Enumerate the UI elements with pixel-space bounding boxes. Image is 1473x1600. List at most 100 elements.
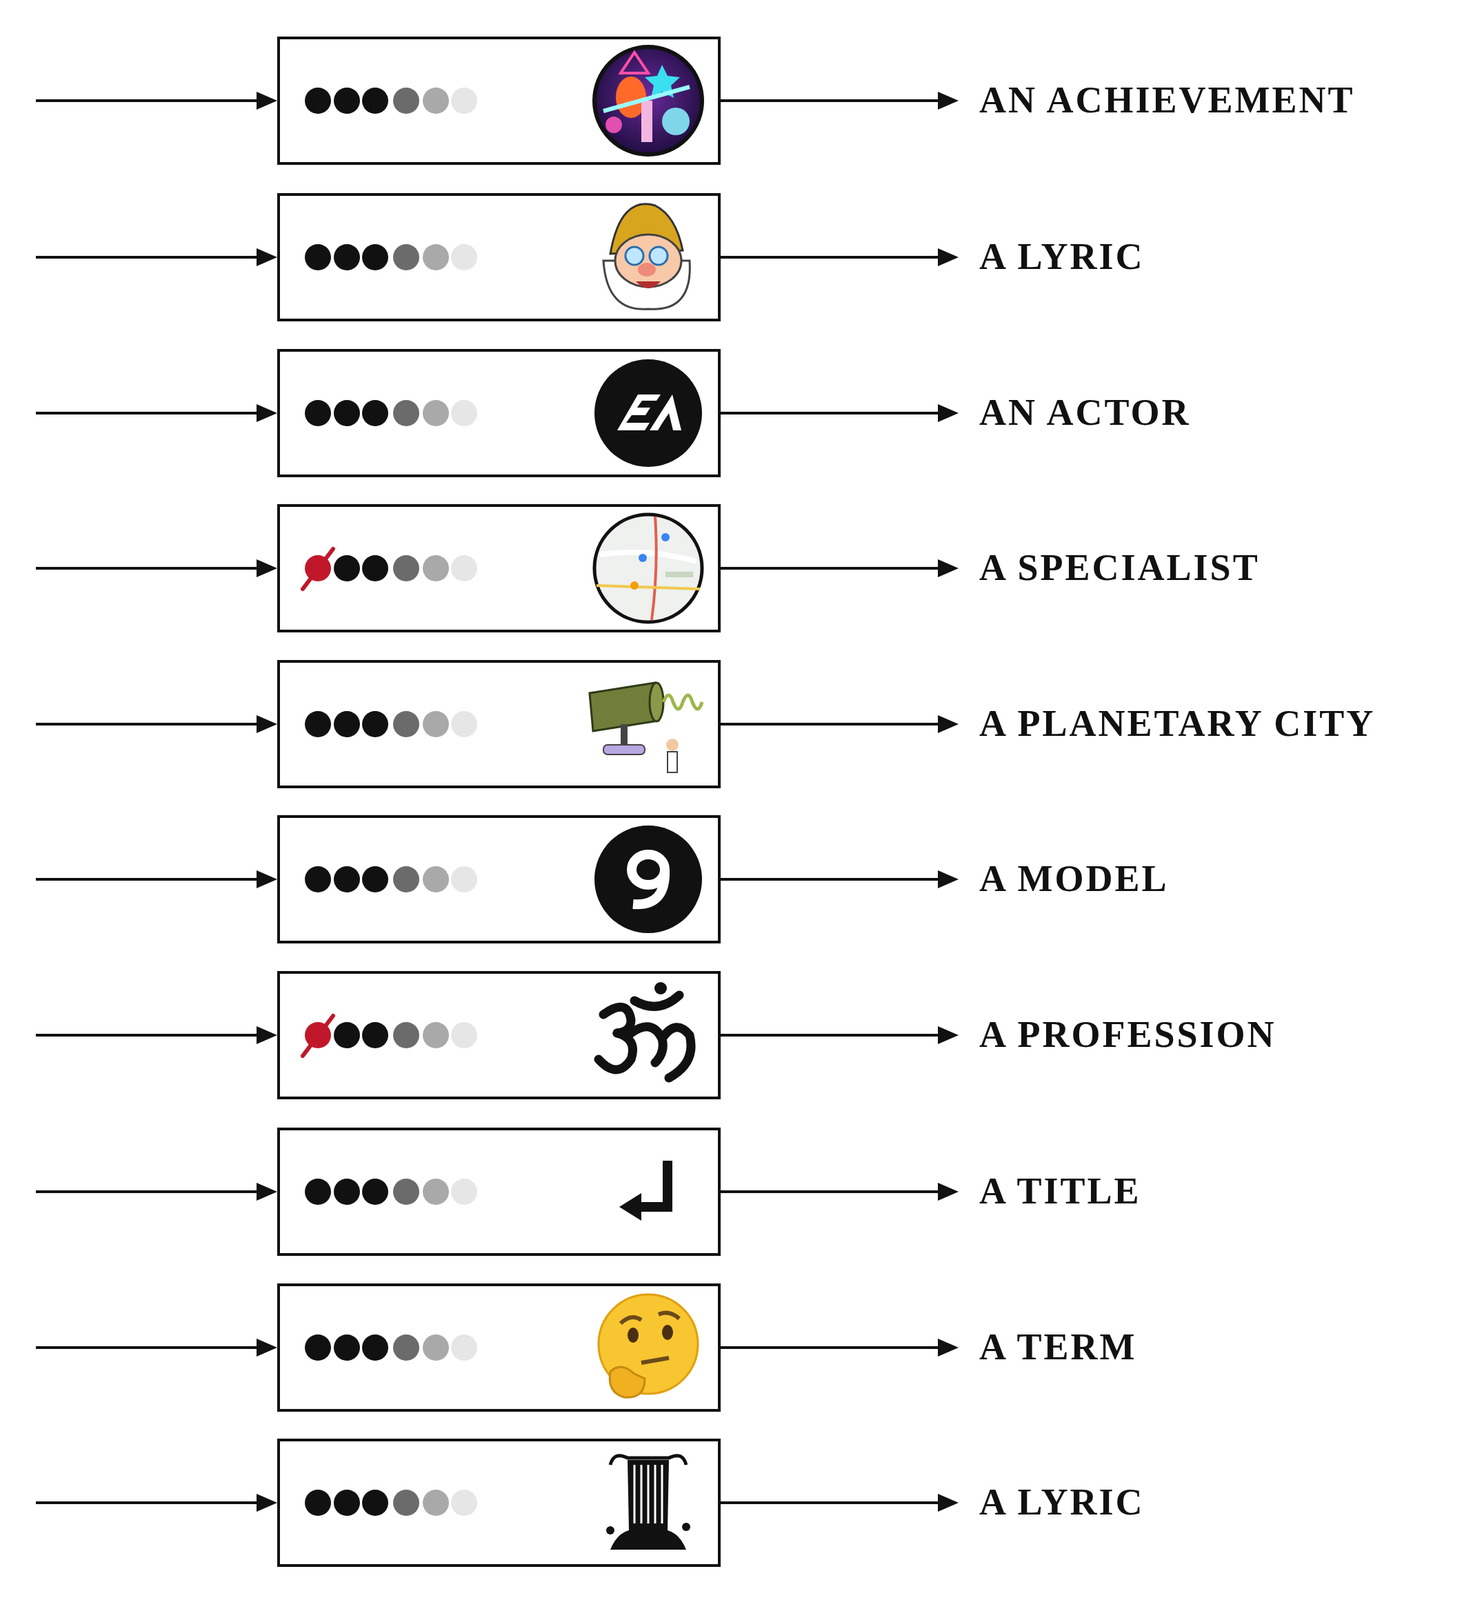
progress-dot — [333, 87, 360, 114]
progress-dot — [333, 1021, 360, 1049]
arrow-head — [256, 91, 278, 110]
progress-dot — [451, 1334, 478, 1361]
arrow-head — [937, 248, 959, 267]
arrow-head — [256, 559, 278, 578]
category-label: A PLANETARY CITY — [979, 703, 1376, 745]
arrow-line — [720, 722, 943, 726]
input-arrow — [35, 1182, 278, 1201]
progress-dot — [451, 399, 478, 427]
arrow-head — [256, 1338, 278, 1357]
box — [278, 505, 720, 631]
arrow-head — [256, 1493, 278, 1512]
progress-dot — [422, 399, 449, 427]
input-arrow — [35, 404, 278, 423]
progress-dot — [304, 1334, 332, 1361]
category-label: AN ACTOR — [979, 392, 1191, 434]
progress-dot — [362, 1021, 389, 1049]
arrow-head — [256, 870, 278, 889]
progress-dot — [333, 1178, 360, 1205]
input-arrow — [35, 559, 278, 578]
box — [278, 1284, 720, 1411]
category-label: A MODEL — [979, 858, 1169, 900]
progress-dot — [393, 555, 420, 582]
output-arrow — [720, 1182, 959, 1201]
output-arrow — [720, 404, 959, 423]
arrow-line — [35, 255, 261, 259]
icon — [606, 1455, 691, 1550]
progress-dot — [362, 1178, 389, 1205]
output-arrow — [720, 715, 959, 734]
progress-dot — [362, 866, 389, 893]
progress-dot — [422, 710, 449, 738]
input-arrow — [35, 91, 278, 110]
progress-dot — [393, 1178, 420, 1205]
arrow-line — [720, 1346, 943, 1349]
icon — [598, 982, 691, 1078]
arrow-head — [937, 1026, 959, 1045]
arrow-line — [35, 566, 261, 570]
input-arrow — [35, 1493, 278, 1512]
output-arrow — [720, 1493, 959, 1512]
output-arrow — [720, 1338, 959, 1357]
progress-dot — [362, 555, 389, 582]
progress-dot — [393, 710, 420, 738]
category-label: AN ACHIEVEMENT — [979, 79, 1356, 121]
category-label: A LYRIC — [979, 236, 1145, 278]
arrow-line — [720, 877, 943, 881]
icon — [594, 359, 703, 467]
progress-dot — [362, 1489, 389, 1516]
progress-dot — [422, 1021, 449, 1049]
arrow-line — [35, 877, 261, 881]
icon — [594, 46, 703, 155]
progress-dot — [422, 555, 449, 582]
icon — [603, 204, 690, 310]
output-arrow — [720, 91, 959, 110]
progress-dot — [393, 1489, 420, 1516]
box — [278, 816, 720, 943]
progress-dot — [333, 555, 360, 582]
arrow-line — [35, 1190, 261, 1194]
arrow-line — [720, 99, 943, 103]
category-label: A LYRIC — [979, 1481, 1145, 1523]
arrow-head — [256, 1182, 278, 1201]
progress-dot — [362, 399, 389, 427]
progress-dot — [393, 244, 420, 271]
icon — [594, 825, 703, 934]
arrow-head — [937, 1182, 959, 1201]
box — [278, 661, 720, 787]
input-arrow — [35, 1026, 278, 1045]
arrow-line — [720, 1501, 943, 1505]
arrow-head — [937, 404, 959, 423]
box — [278, 972, 720, 1098]
box — [278, 1128, 720, 1255]
input-arrow — [35, 870, 278, 889]
progress-dot — [304, 1178, 332, 1205]
icon — [598, 1294, 698, 1398]
progress-dot — [422, 866, 449, 893]
progress-dot — [362, 710, 389, 738]
box — [278, 350, 720, 476]
arrow-line — [35, 99, 261, 103]
arrow-head — [937, 1338, 959, 1357]
progress-dot — [451, 555, 478, 582]
icon — [594, 514, 703, 623]
arrow-line — [35, 1346, 261, 1349]
progress-dot — [451, 87, 478, 114]
progress-dot — [333, 244, 360, 271]
arrow-head — [937, 91, 959, 110]
progress-dot — [304, 399, 332, 427]
progress-dot — [393, 399, 420, 427]
output-arrow — [720, 870, 959, 889]
progress-dot — [333, 1334, 360, 1361]
progress-dot — [362, 1334, 389, 1361]
progress-dot — [393, 866, 420, 893]
progress-dot — [333, 710, 360, 738]
arrow-line — [720, 255, 943, 259]
progress-dot — [304, 710, 332, 738]
input-arrow — [35, 715, 278, 734]
progress-dot — [422, 1489, 449, 1516]
output-arrow — [720, 559, 959, 578]
input-arrow — [35, 1338, 278, 1357]
